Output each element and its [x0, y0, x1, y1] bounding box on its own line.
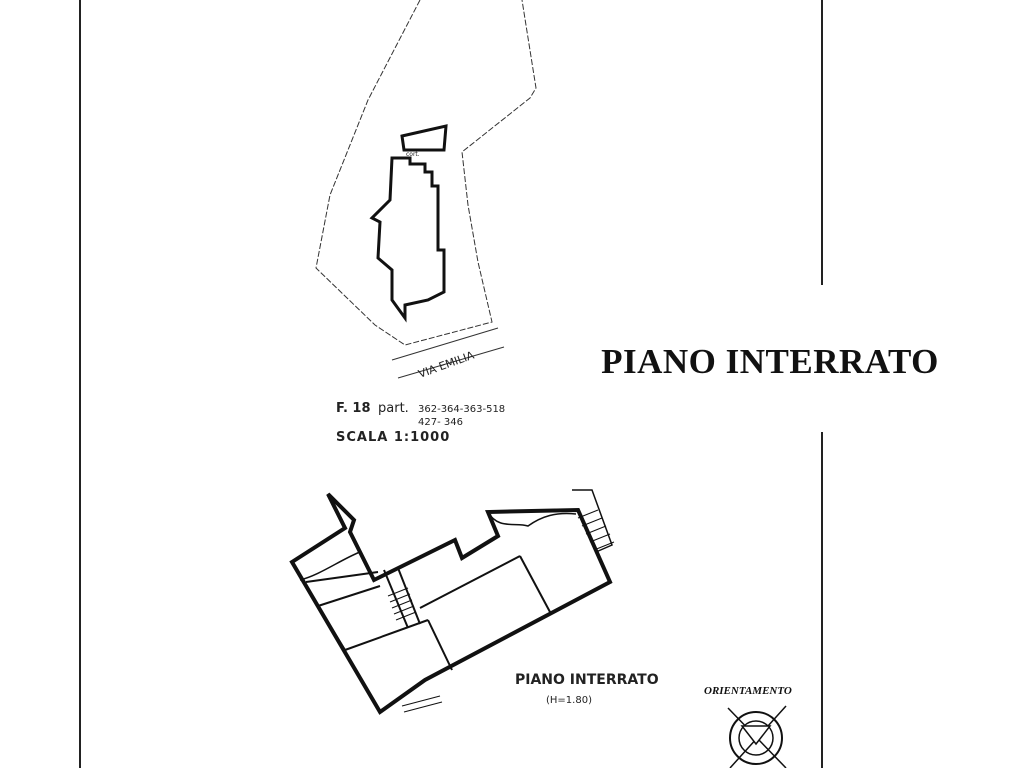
parcel-prefix: part.	[378, 401, 409, 416]
sheet-border	[79, 0, 823, 768]
floor-plan-partitions	[305, 555, 551, 671]
lot-boundary	[315, 0, 537, 346]
annex-building	[400, 124, 448, 152]
orientation-symbol: ORIENTAMENTO	[704, 685, 792, 768]
street-line-1	[391, 327, 499, 361]
floor-plan	[289, 489, 615, 715]
floor-plan-label: PIANO INTERRATO	[515, 672, 659, 688]
site-plan: cort. VIA EMILIA F. 18 part. 362-364-363…	[315, 0, 537, 445]
page-title: PIANO INTERRATO	[601, 342, 939, 381]
compass-inner-ring	[738, 720, 774, 756]
scale-label: SCALA 1:1000	[336, 430, 450, 445]
orientation-label: ORIENTAMENTO	[704, 685, 792, 697]
entrance-stair-outline	[572, 489, 613, 553]
parcels-line-2: 427- 346	[418, 417, 463, 428]
compass-outer-ring	[729, 711, 783, 765]
floor-plan-stairs	[387, 509, 615, 713]
floor-plan-rubble-edge-left	[299, 551, 371, 581]
floor-plan-rubble-edge	[487, 511, 577, 527]
sheet-ref: F. 18	[336, 401, 371, 416]
parcels-line-1: 362-364-363-518	[418, 404, 505, 415]
title-box: PIANO INTERRATO	[570, 330, 970, 394]
floor-plan-height-note: (H=1.80)	[546, 695, 592, 706]
annex-label: cort.	[406, 151, 420, 158]
floor-plan-outer-wall	[289, 492, 613, 715]
street-label: VIA EMILIA	[417, 348, 477, 380]
north-arrow-icon	[740, 725, 772, 746]
building-outline	[369, 156, 446, 323]
street-line-2	[397, 346, 505, 379]
